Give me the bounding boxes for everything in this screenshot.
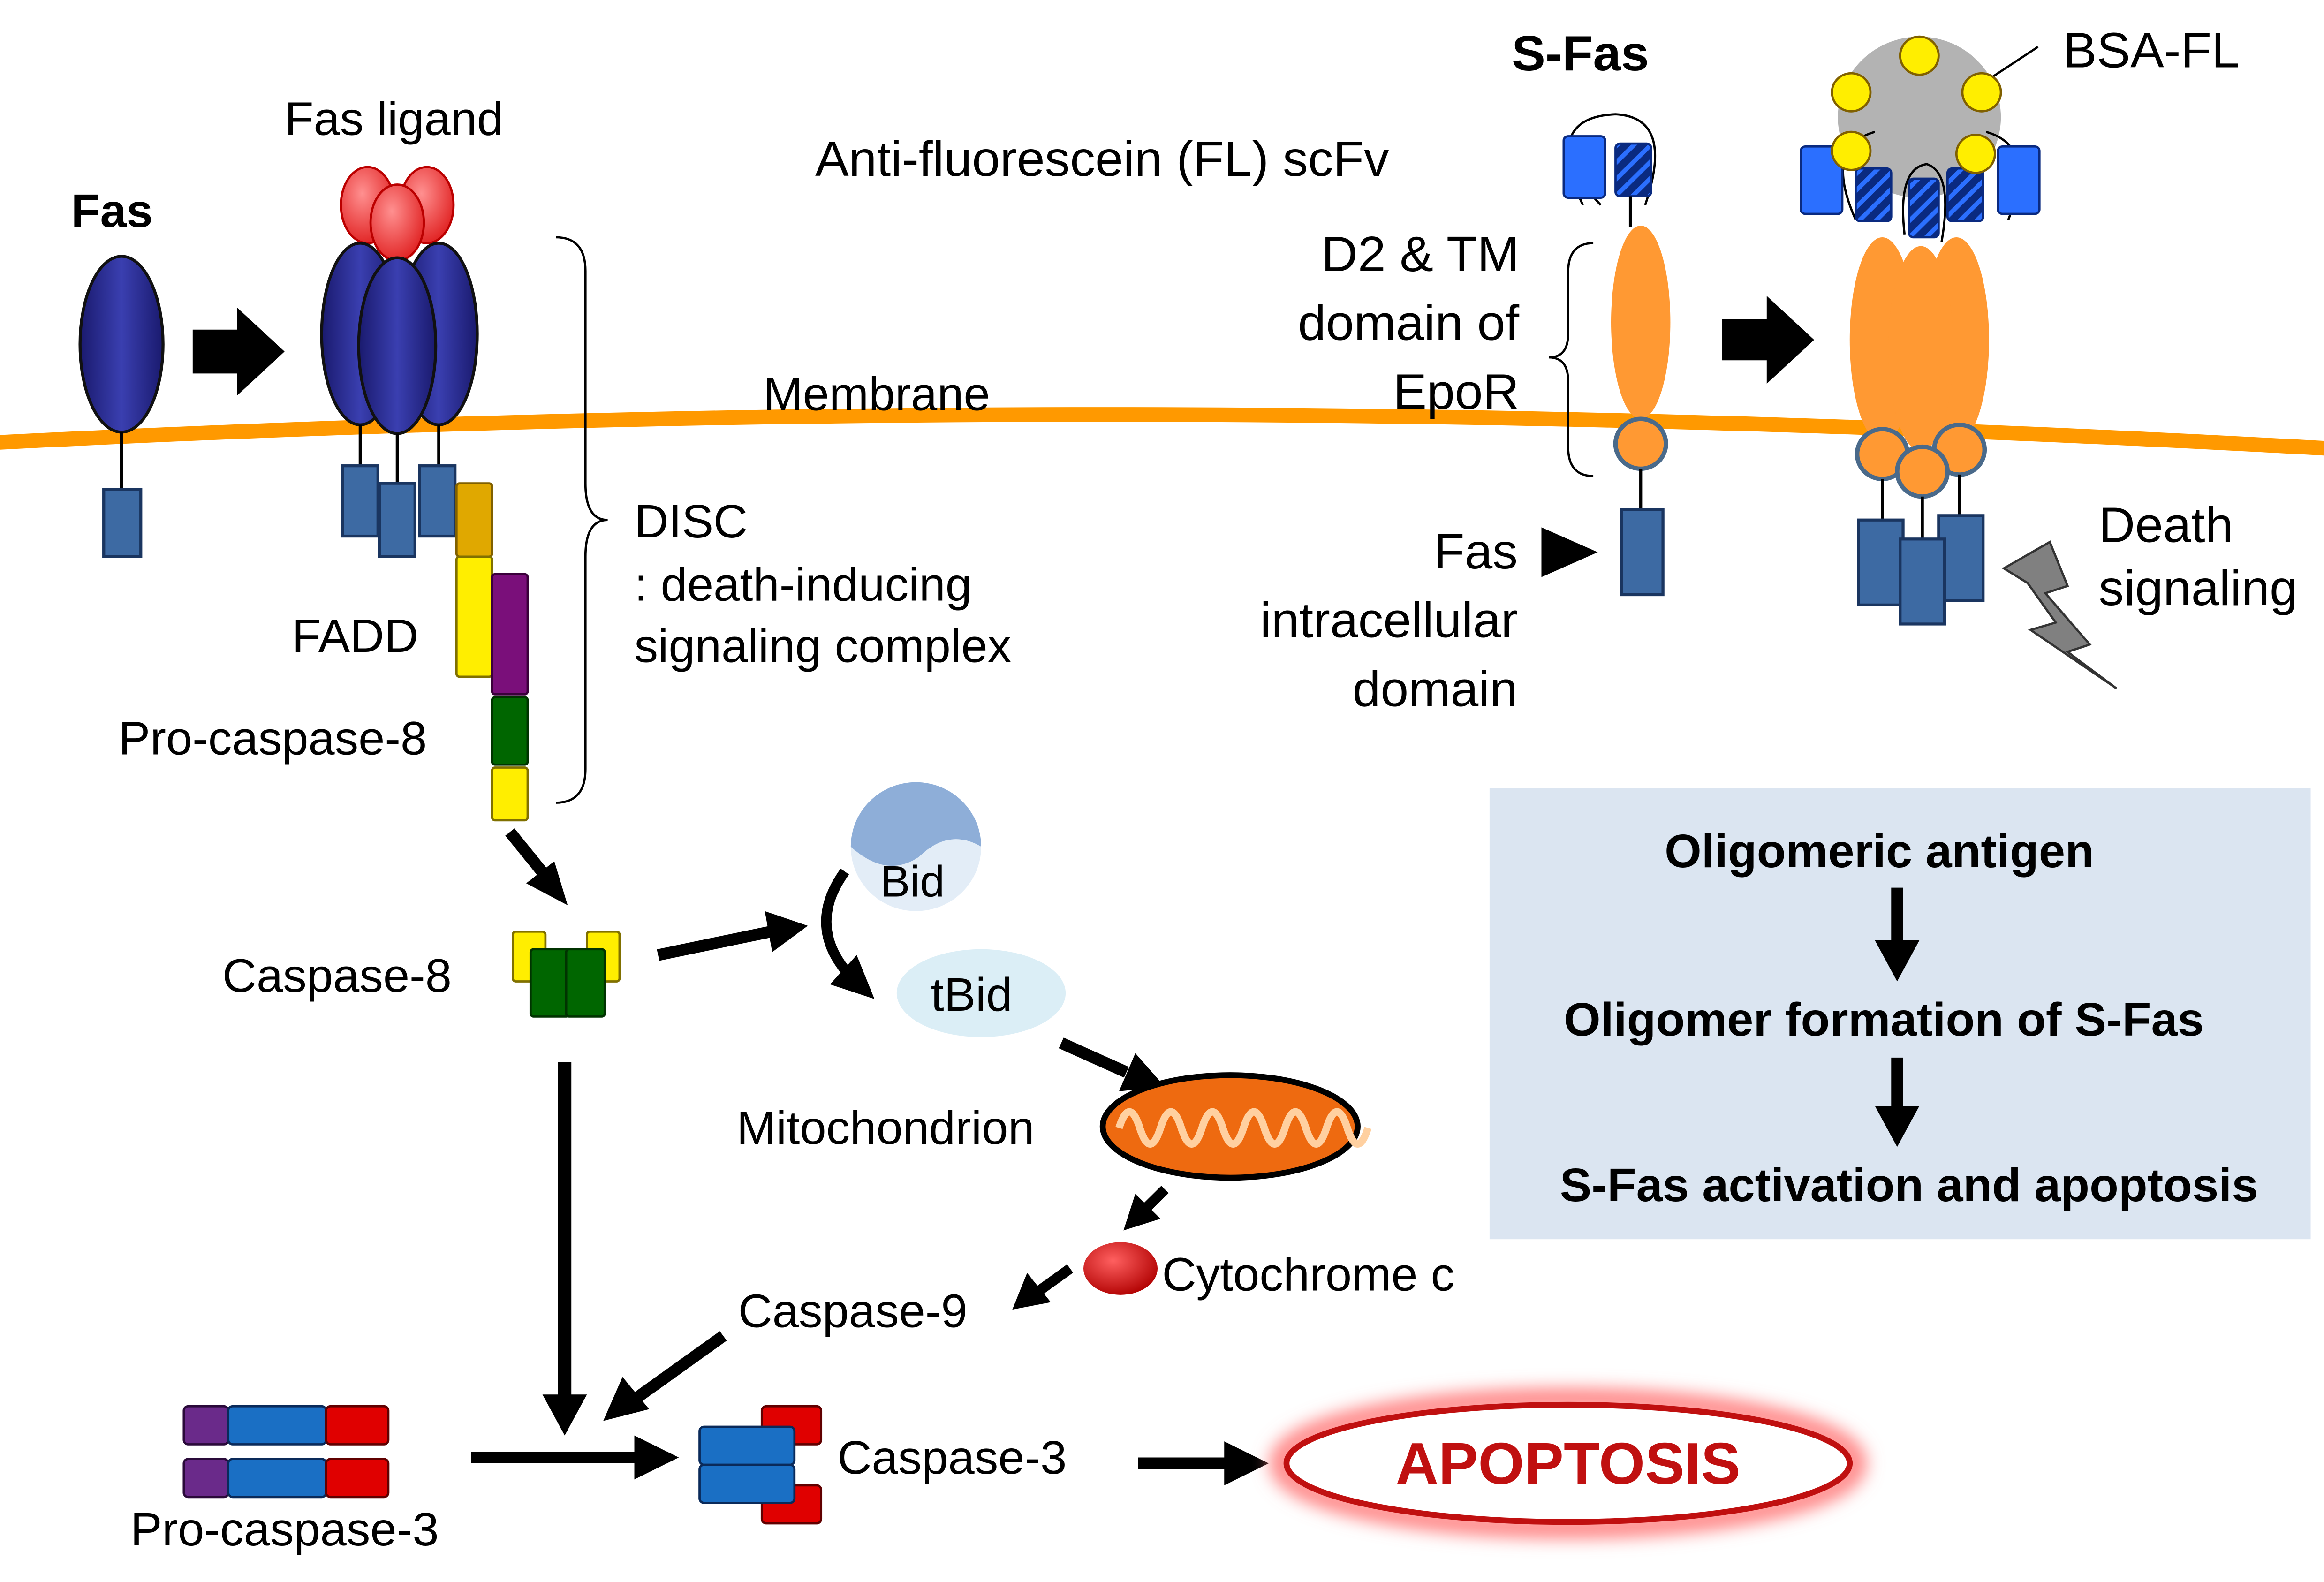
cytochrome-c — [1083, 1242, 1158, 1295]
fas-ic-label-line2: intracellular — [1260, 592, 1518, 648]
summary-step2: Oligomer formation of S-Fas — [1564, 994, 2204, 1046]
summary-step1: Oligomeric antigen — [1665, 825, 2094, 877]
disc-label: DISC — [635, 496, 748, 548]
arrow-caspase9-down — [603, 1331, 727, 1421]
caspase9-label: Caspase-9 — [738, 1285, 968, 1337]
epor-label-line3: EpoR — [1393, 363, 1519, 419]
sfas-label: S-Fas — [1512, 25, 1649, 81]
fas-receptor — [78, 255, 165, 558]
fas-ic-pointer — [1541, 527, 1598, 577]
arrow-caspase8-down — [542, 1062, 587, 1436]
epor-label-line2: domain of — [1298, 295, 1519, 350]
death-signaling-line1: Death — [2099, 497, 2233, 553]
arrow-tbid-to-mito — [1059, 1037, 1165, 1091]
bid-protein — [850, 782, 981, 911]
disc-brace — [556, 236, 608, 804]
arrow-sfas-to-oligomer — [1722, 295, 1814, 384]
death-signaling-line2: signaling — [2099, 560, 2298, 615]
disc-desc-line1: : death-inducing — [635, 559, 972, 611]
arrow-bid-to-tbid — [821, 868, 849, 973]
disc-desc-line2: signaling complex — [635, 620, 1012, 672]
summary-box — [1489, 788, 2311, 1240]
arrow-mito-to-cytc — [1123, 1186, 1169, 1231]
fadd-label: FADD — [292, 610, 419, 662]
sfas-monomer — [1562, 113, 1671, 597]
summary-arrow-2 — [1875, 1057, 1920, 1147]
mitochondrion — [1099, 1072, 1372, 1181]
caspase3-label: Caspase-3 — [837, 1431, 1067, 1484]
fas-ligand-label: Fas ligand — [285, 93, 503, 145]
caspase8-dimer — [512, 930, 621, 1018]
cytochrome-c-label: Cytochrome c — [1162, 1249, 1455, 1301]
fas-ligand-trimer — [340, 166, 455, 262]
tbid-protein — [896, 949, 1066, 1037]
arrow-bid-to-tbid-head — [830, 955, 875, 999]
arrow-caspase8-to-bid — [657, 911, 808, 961]
procaspase3-label: Pro-caspase-3 — [130, 1503, 439, 1555]
apoptosis-badge — [1270, 1388, 1866, 1538]
sfas-oligomer — [1800, 35, 2041, 626]
arrow-procaspase3-to-caspase3 — [471, 1435, 679, 1480]
arrow-caspase3-to-apoptosis — [1138, 1441, 1269, 1485]
procaspase3 — [182, 1405, 390, 1499]
summary-step3: S-Fas activation and apoptosis — [1560, 1159, 2258, 1211]
bsa-fl-label: BSA-FL — [2063, 22, 2240, 78]
tbid-label: tBid — [931, 969, 1013, 1021]
fadd-procaspase8-stack — [455, 482, 529, 822]
fas-ic-label-line1: Fas — [1434, 523, 1518, 579]
apoptosis-label: APOPTOSIS — [1396, 1431, 1741, 1496]
mitochondrion-label: Mitochondrion — [737, 1102, 1035, 1154]
arrow-cytc-to-caspase9 — [1012, 1264, 1074, 1310]
epor-brace — [1549, 242, 1594, 477]
arrow-to-caspase8 — [505, 828, 568, 906]
lightning-icon — [2001, 540, 2118, 689]
fas-trimer — [320, 242, 479, 558]
caspase3 — [698, 1405, 823, 1525]
arrow-fas-to-ligand — [192, 307, 285, 396]
procaspase8-label: Pro-caspase-8 — [119, 712, 427, 765]
fas-label: Fas — [71, 185, 153, 237]
membrane-label: Membrane — [763, 368, 990, 420]
epor-label-line1: D2 & TM — [1321, 226, 1519, 281]
caspase8-label: Caspase-8 — [222, 950, 452, 1002]
bsa-pointer — [1992, 45, 2039, 77]
summary-arrow-1 — [1875, 887, 1920, 982]
scfv-label: Anti-fluorescein (FL) scFv — [815, 130, 1389, 186]
bid-label: Bid — [880, 857, 945, 906]
fas-ic-label-line3: domain — [1353, 661, 1518, 717]
